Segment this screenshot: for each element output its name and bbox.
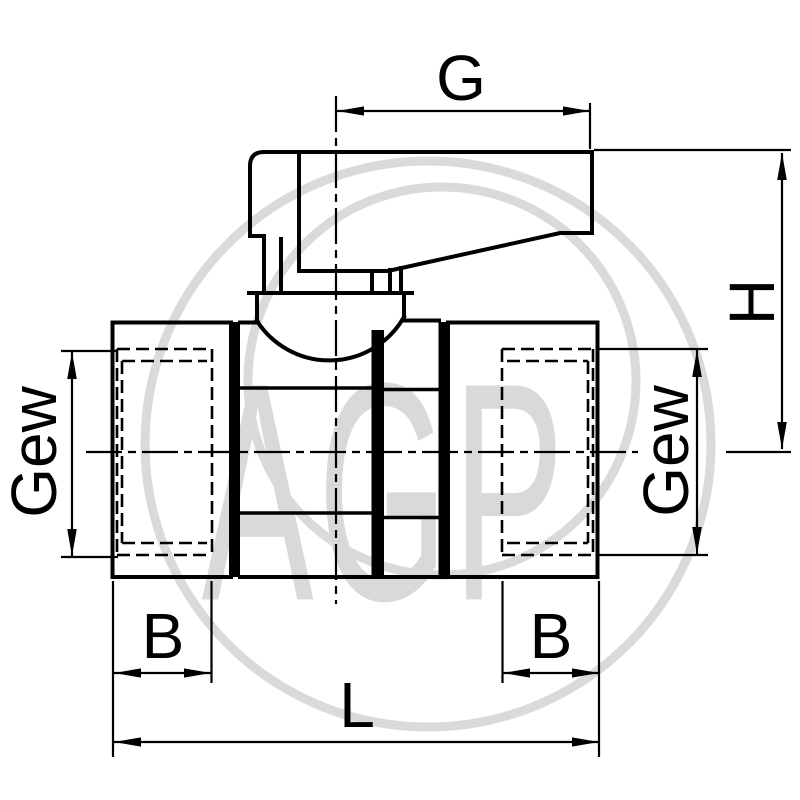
dimension-gew-right: Gew xyxy=(596,347,708,557)
gew-right-dimension-label: Gew xyxy=(630,384,702,516)
valve-stem xyxy=(247,234,414,295)
body-right-weld-band xyxy=(438,322,448,577)
watermark-text: AGP xyxy=(202,318,569,665)
body-center-joint-band xyxy=(371,330,384,577)
b-right-dimension-label: B xyxy=(530,600,573,672)
body-left-weld-band xyxy=(231,322,240,577)
valve-body xyxy=(231,318,450,579)
b-left-dimension-label: B xyxy=(142,600,185,672)
valve-dome xyxy=(254,292,407,363)
dimension-gew-left: Gew xyxy=(0,349,118,559)
centerlines xyxy=(86,96,638,604)
watermark-outer-circle xyxy=(140,156,716,732)
g-dimension-label: G xyxy=(436,42,486,114)
valve-handle xyxy=(248,150,594,273)
l-dimension-label: L xyxy=(339,669,375,741)
gew-left-dimension-label: Gew xyxy=(0,385,70,517)
dimension-g: G xyxy=(337,42,592,149)
dimension-l: L xyxy=(114,669,599,747)
dimension-b-left: B xyxy=(111,581,213,757)
dimension-h: H xyxy=(594,148,791,454)
dimension-b-right: B xyxy=(501,581,601,757)
h-dimension-label: H xyxy=(716,279,788,325)
